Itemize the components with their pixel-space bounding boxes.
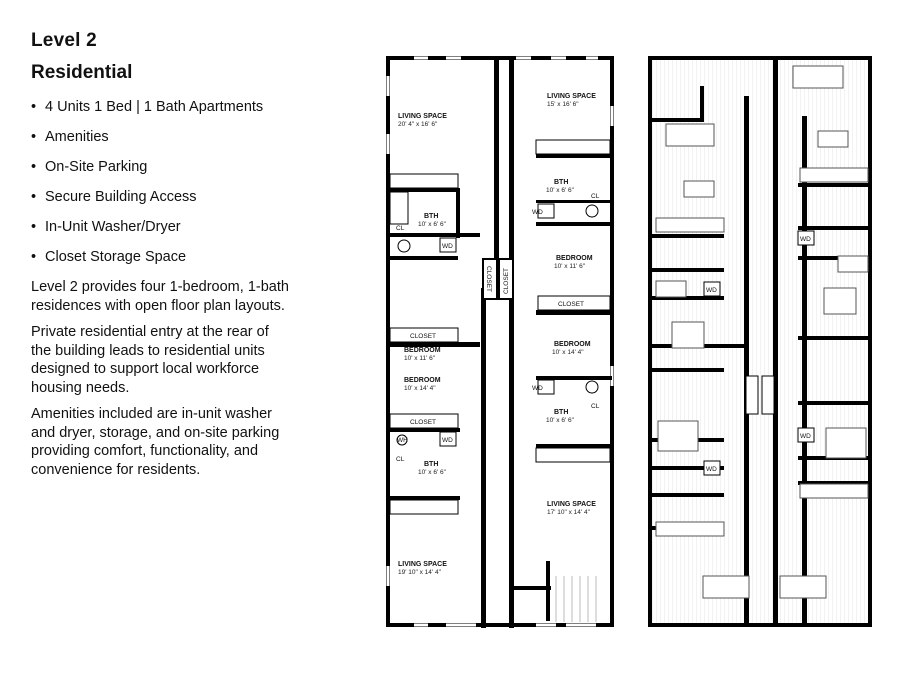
room-dim: 17' 10" x 14' 4": [547, 509, 591, 516]
section-title: Residential: [31, 62, 133, 83]
floor-plan-furnished: WD WD WD WD: [648, 56, 874, 628]
level-title: Level 2: [31, 30, 97, 51]
feature-item: Closet Storage Space: [31, 242, 291, 272]
room-label-bath: BTH: [554, 179, 568, 186]
room-label-bedroom: BEDROOM: [556, 255, 593, 262]
washer-dryer-label: WD: [800, 236, 811, 243]
room-dim: 20' 4" x 16' 6": [398, 121, 438, 128]
description-paragraph: Private residential entry at the rear of…: [31, 324, 269, 396]
room-dim: 15' x 16' 6": [547, 101, 579, 108]
washer-dryer-label: WD: [800, 433, 811, 440]
room-dim: 19' 10" x 14' 4": [398, 569, 442, 576]
room-dim: 10' x 11' 6": [554, 263, 586, 270]
water-heater-label: WH: [397, 437, 408, 444]
washer-dryer-label: WD: [532, 385, 543, 392]
room-dim: 10' x 14' 4": [552, 349, 584, 356]
washer-dryer-label: WD: [532, 209, 543, 216]
closet-label: CLOSET: [410, 419, 436, 426]
hall-closet-label: CLOSET: [503, 268, 510, 294]
closet-abbr: CL: [591, 193, 600, 200]
feature-item: 4 Units 1 Bed | 1 Bath Apartments: [31, 92, 291, 122]
room-label-living: LIVING SPACE: [547, 93, 596, 100]
room-label-bath: BTH: [424, 213, 438, 220]
floor-plan-labeled-drawing: CLOSET CLOSET LIVING SPACE 20' 4" x 16' …: [386, 56, 614, 628]
washer-dryer-label: WD: [706, 287, 717, 294]
room-label-bath: BTH: [554, 409, 568, 416]
washer-dryer-label: WD: [442, 243, 453, 250]
room-dim: 10' x 6' 6": [546, 417, 575, 424]
feature-item: In-Unit Washer/Dryer: [31, 212, 291, 242]
room-dim: 10' x 14' 4": [404, 385, 436, 392]
description-panel: Level 2 Residential 4 Units 1 Bed | 1 Ba…: [31, 30, 291, 487]
room-dim: 10' x 6' 6": [546, 187, 575, 194]
room-dim: 10' x 6' 6": [418, 469, 447, 476]
closet-abbr: CL: [396, 225, 405, 232]
closet-abbr: CL: [396, 456, 405, 463]
floor-plan-furnished-drawing: WD WD WD WD: [648, 56, 872, 627]
washer-dryer-label: WD: [442, 437, 453, 444]
feature-item: On-Site Parking: [31, 152, 291, 182]
closet-label: CLOSET: [410, 333, 436, 340]
room-label-bath: BTH: [424, 461, 438, 468]
washer-dryer-label: WD: [706, 466, 717, 473]
room-dim: 10' x 6' 6": [418, 221, 447, 228]
hall-closet-label: CLOSET: [485, 266, 492, 292]
description-paragraph: Amenities included are in-unit washer an…: [31, 406, 280, 478]
feature-item: Secure Building Access: [31, 182, 291, 212]
room-label-living: LIVING SPACE: [398, 561, 447, 568]
closet-abbr: CL: [591, 403, 600, 410]
room-label-bedroom: BEDROOM: [404, 347, 441, 354]
closet-label: CLOSET: [558, 301, 584, 308]
floor-plan-labeled: CLOSET CLOSET LIVING SPACE 20' 4" x 16' …: [386, 56, 616, 628]
room-label-bedroom: BEDROOM: [404, 377, 441, 384]
room-label-living: LIVING SPACE: [547, 501, 596, 508]
feature-item: Amenities: [31, 122, 291, 152]
feature-list: 4 Units 1 Bed | 1 Bath Apartments Amenit…: [31, 92, 291, 272]
room-label-living: LIVING SPACE: [398, 113, 447, 120]
room-label-bedroom: BEDROOM: [554, 341, 591, 348]
description-paragraph: Level 2 provides four 1-bedroom, 1-bath …: [31, 279, 289, 314]
room-dim: 10' x 11' 6": [404, 355, 436, 362]
